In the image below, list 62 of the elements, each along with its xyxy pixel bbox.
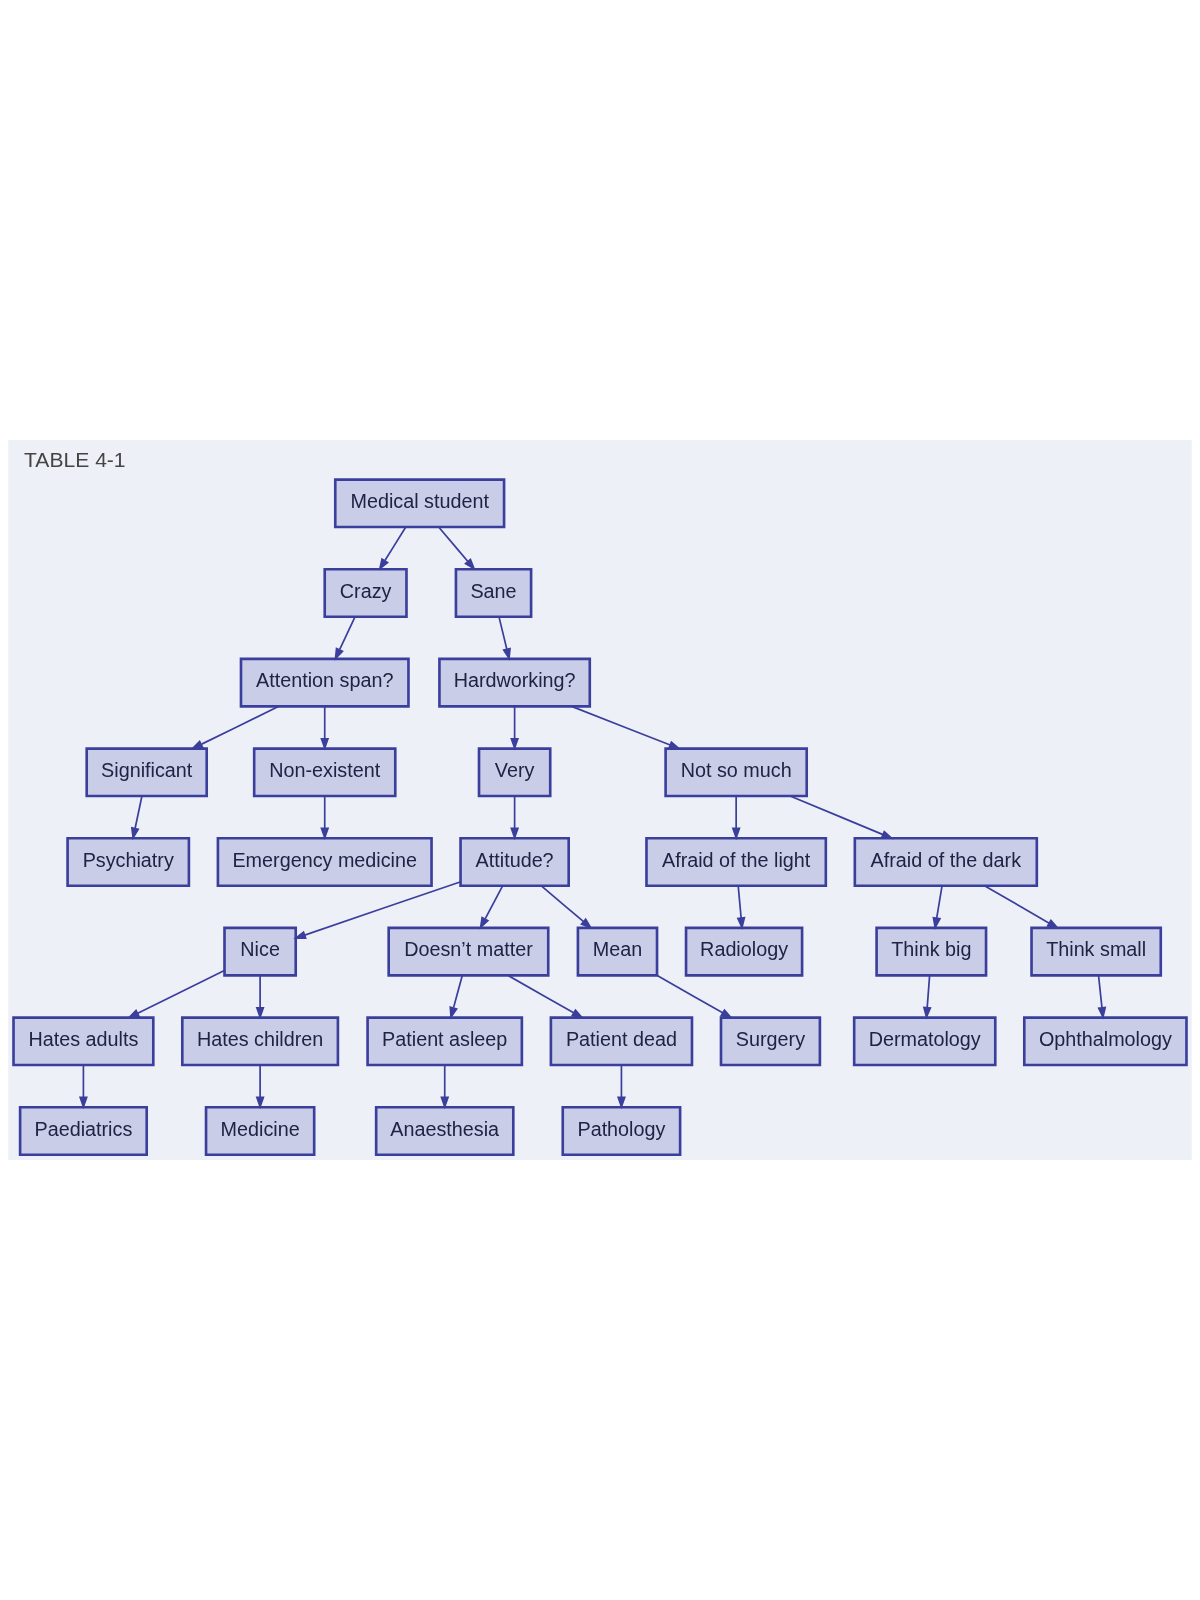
- arrow: [984, 885, 1060, 930]
- node-box: Think small: [1030, 926, 1163, 977]
- node-box: Patient asleep: [366, 1016, 524, 1067]
- node-box: Emergency medicine: [216, 836, 433, 888]
- arrow: [126, 969, 226, 1019]
- arrow: [255, 974, 265, 1020]
- node-box: Doesn’t matter: [387, 926, 550, 977]
- arrow: [479, 885, 504, 930]
- node-box: Hardworking?: [438, 657, 592, 708]
- arrow: [571, 705, 682, 750]
- node-box: Very: [477, 747, 552, 798]
- arrow: [731, 795, 741, 841]
- node-box: Afraid of the dark: [853, 836, 1039, 888]
- node-box: Patient dead: [549, 1016, 694, 1067]
- arrow: [507, 974, 585, 1019]
- arrow: [1097, 974, 1107, 1020]
- arrow: [334, 616, 356, 661]
- arrow: [922, 974, 932, 1020]
- node-box: Afraid of the light: [645, 836, 828, 888]
- node-box: Anaesthesia: [374, 1105, 515, 1157]
- arrow: [255, 1064, 265, 1110]
- arrow: [540, 885, 593, 930]
- arrow: [190, 705, 280, 750]
- arrow: [440, 1064, 450, 1110]
- node-box: Medical student: [333, 478, 506, 529]
- arrow: [320, 705, 330, 751]
- arrow: [449, 974, 464, 1020]
- node-box: Pathology: [561, 1105, 682, 1157]
- node-box: Dermatology: [852, 1016, 997, 1067]
- arrow: [656, 974, 734, 1019]
- arrow: [789, 795, 894, 840]
- arrow: [510, 795, 520, 841]
- arrow: [498, 616, 511, 661]
- node-box: Mean: [576, 926, 659, 977]
- arrow: [320, 795, 330, 841]
- node-box: Significant: [85, 747, 208, 798]
- node-box: Psychiatry: [66, 836, 191, 888]
- node-box: Medicine: [204, 1105, 316, 1157]
- node-box: Paediatrics: [18, 1105, 148, 1157]
- node-box: Crazy: [323, 567, 408, 619]
- node-box: Nice: [223, 926, 298, 977]
- arrow: [78, 1064, 88, 1110]
- node-box: Non-existent: [252, 747, 397, 798]
- node-box: Sane: [454, 567, 533, 619]
- node-box: Not so much: [664, 747, 809, 798]
- node-box: Attention span?: [239, 657, 410, 708]
- arrow: [932, 885, 943, 930]
- arrow: [510, 705, 520, 751]
- arrow: [617, 1064, 626, 1110]
- node-box: Think big: [875, 926, 988, 977]
- node-box: Surgery: [719, 1016, 822, 1067]
- arrow: [130, 795, 143, 841]
- node-box: Ophthalmology: [1022, 1016, 1188, 1067]
- node-box: Radiology: [684, 926, 804, 977]
- arrow: [438, 526, 476, 571]
- arrow: [378, 526, 407, 571]
- node-box: Hates adults: [12, 1016, 155, 1067]
- node-box: Attitude?: [459, 836, 570, 888]
- arrow: [293, 881, 461, 940]
- node-box: Hates children: [181, 1016, 340, 1067]
- arrow: [736, 885, 746, 930]
- diagram-title: TABLE 4-1: [24, 448, 126, 472]
